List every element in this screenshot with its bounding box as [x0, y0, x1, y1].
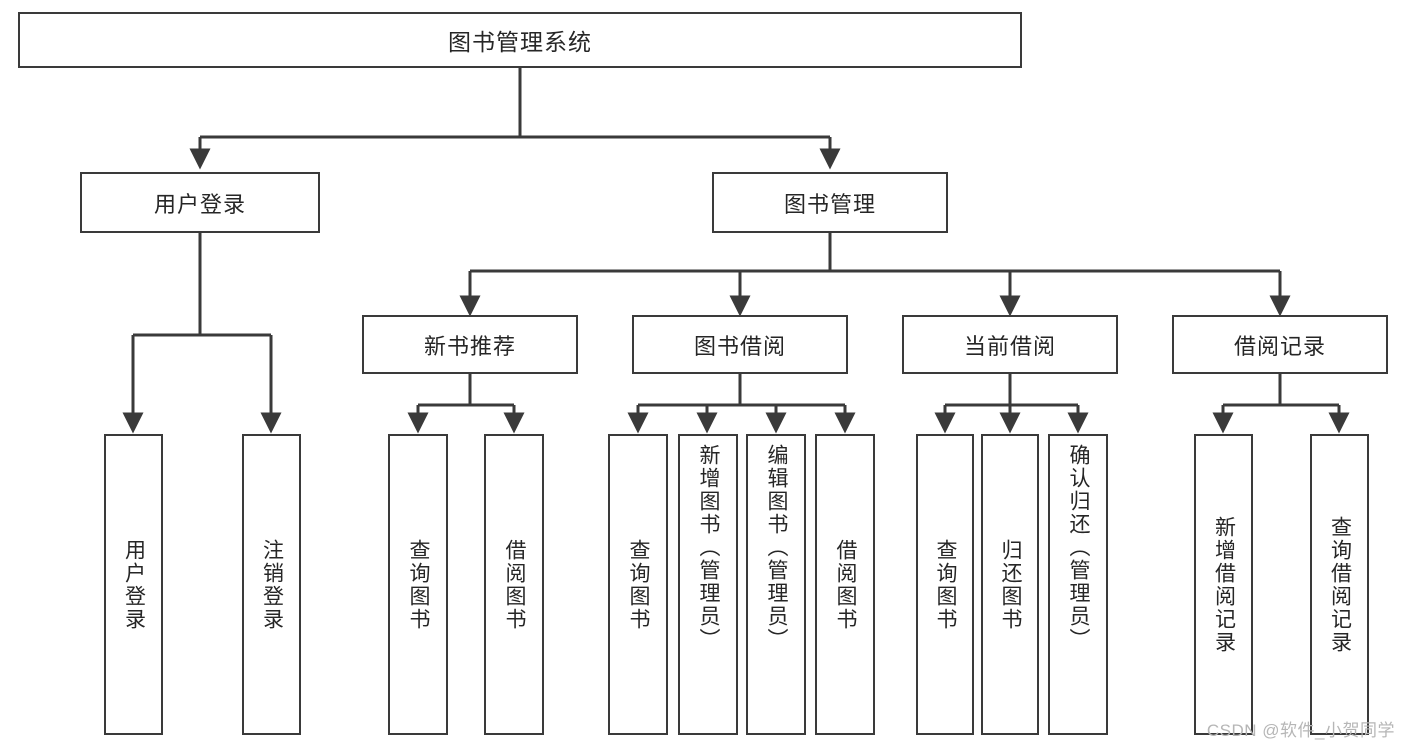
leaf-user-login[interactable]: 用户登录 — [104, 434, 163, 735]
leaf-current-query-book-label: 查询图书 — [933, 538, 957, 631]
node-book-manage-label: 图书管理 — [783, 191, 876, 217]
leaf-logout[interactable]: 注销登录 — [242, 434, 301, 735]
leaf-borrow-query-book[interactable]: 查询图书 — [608, 434, 668, 735]
node-root[interactable]: 图书管理系统 — [18, 12, 1022, 68]
node-book-borrow[interactable]: 图书借阅 — [632, 315, 848, 374]
leaf-record-add-label: 新增借阅记录 — [1212, 515, 1236, 654]
node-user-login[interactable]: 用户登录 — [80, 172, 320, 233]
node-new-book-recommend-label: 新书推荐 — [423, 333, 516, 359]
leaf-current-confirm-return-label: 确认归还（管理员） — [1066, 444, 1090, 651]
leaf-current-query-book[interactable]: 查询图书 — [916, 434, 974, 735]
node-root-label: 图书管理系统 — [448, 29, 592, 55]
node-user-login-label: 用户登录 — [153, 191, 246, 217]
node-current-borrow[interactable]: 当前借阅 — [902, 315, 1118, 374]
leaf-newbook-borrow-book-label: 借阅图书 — [502, 538, 526, 631]
watermark: CSDN @软件_小贺同学 — [1206, 721, 1395, 740]
node-borrow-record[interactable]: 借阅记录 — [1172, 315, 1388, 374]
leaf-newbook-borrow-book[interactable]: 借阅图书 — [484, 434, 544, 735]
leaf-logout-label: 注销登录 — [260, 538, 284, 631]
leaf-borrow-edit-book-label: 编辑图书（管理员） — [764, 444, 788, 651]
node-current-borrow-label: 当前借阅 — [963, 333, 1056, 359]
leaf-newbook-query-book[interactable]: 查询图书 — [388, 434, 448, 735]
node-book-manage[interactable]: 图书管理 — [712, 172, 948, 233]
leaf-newbook-query-book-label: 查询图书 — [406, 538, 430, 631]
leaf-current-return-book-label: 归还图书 — [998, 538, 1022, 631]
leaf-record-query[interactable]: 查询借阅记录 — [1310, 434, 1369, 735]
leaf-borrow-add-book[interactable]: 新增图书（管理员） — [678, 434, 738, 735]
leaf-borrow-borrow-book[interactable]: 借阅图书 — [815, 434, 875, 735]
leaf-borrow-edit-book[interactable]: 编辑图书（管理员） — [746, 434, 806, 735]
leaf-user-login-label: 用户登录 — [122, 538, 146, 631]
leaf-current-return-book[interactable]: 归还图书 — [981, 434, 1039, 735]
leaf-borrow-borrow-book-label: 借阅图书 — [833, 538, 857, 631]
node-book-borrow-label: 图书借阅 — [693, 333, 786, 359]
node-borrow-record-label: 借阅记录 — [1233, 333, 1326, 359]
node-new-book-recommend[interactable]: 新书推荐 — [362, 315, 578, 374]
leaf-borrow-query-book-label: 查询图书 — [626, 538, 650, 631]
leaf-record-add[interactable]: 新增借阅记录 — [1194, 434, 1253, 735]
leaf-current-confirm-return[interactable]: 确认归还（管理员） — [1048, 434, 1108, 735]
leaf-record-query-label: 查询借阅记录 — [1328, 515, 1352, 654]
leaf-borrow-add-book-label: 新增图书（管理员） — [696, 444, 720, 651]
